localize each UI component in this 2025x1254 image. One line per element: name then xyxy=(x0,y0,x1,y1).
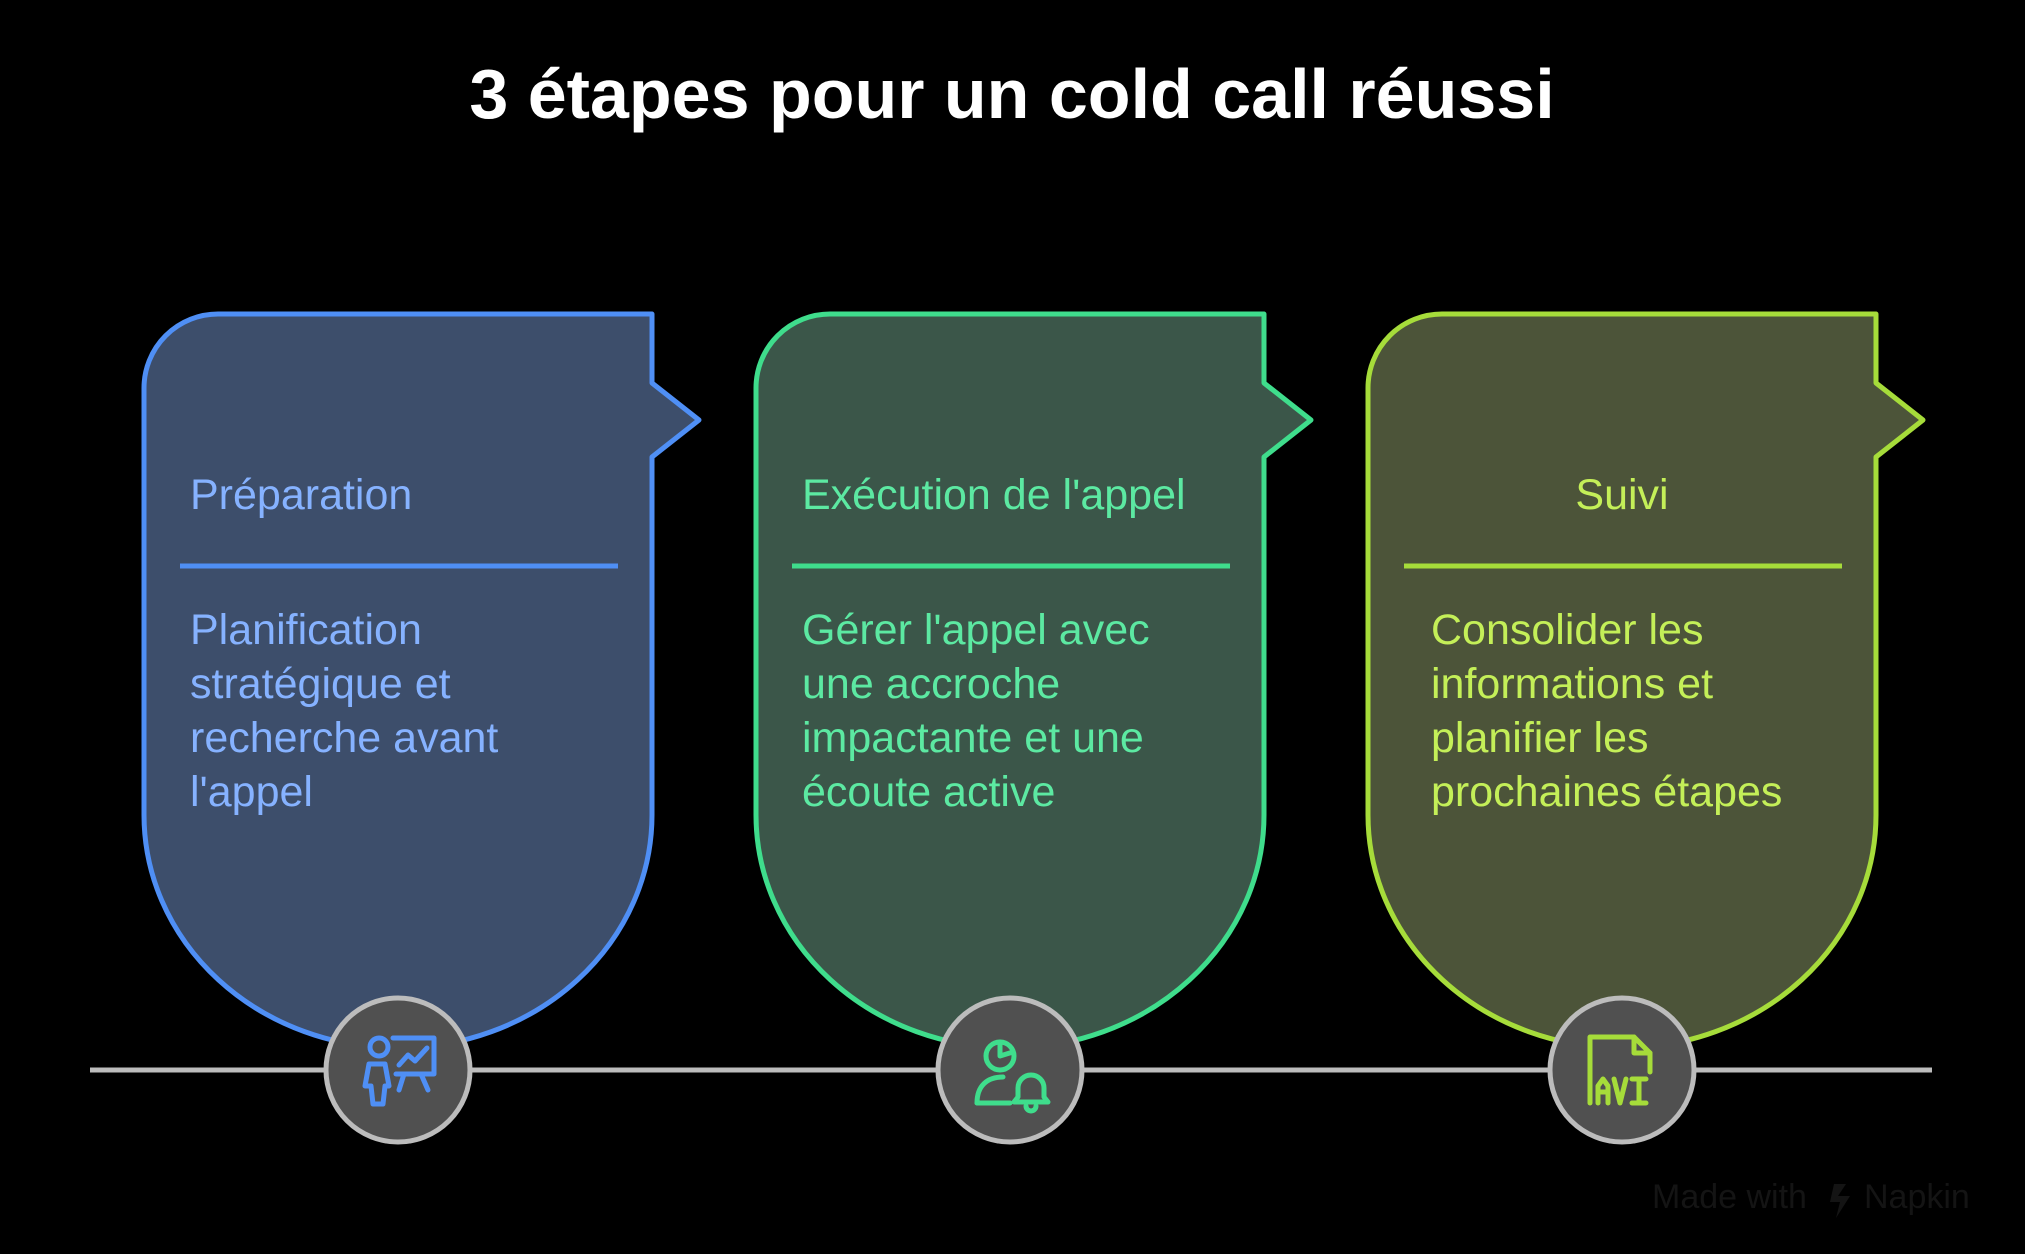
step-title: Exécution de l'appel xyxy=(802,471,1186,519)
step-description-line: impactante et une xyxy=(802,714,1144,762)
napkin-logo-icon xyxy=(1830,1184,1850,1218)
step-description-line: écoute active xyxy=(802,768,1055,816)
step-shape xyxy=(753,311,1314,1051)
diagram-title: 3 étapes pour un cold call réussi xyxy=(469,55,1554,133)
icon-circle xyxy=(935,995,1085,1145)
watermark-brand: Napkin xyxy=(1864,1178,1970,1216)
step-card-execution: Exécution de l'appel Gérer l'appel avec … xyxy=(753,311,1314,1145)
step-description-line: prochaines étapes xyxy=(1431,768,1782,816)
step-description-line: informations et xyxy=(1431,660,1713,708)
watermark-prefix: Made with xyxy=(1652,1178,1807,1216)
step-description-line: planifier les xyxy=(1431,714,1649,762)
step-description-line: l'appel xyxy=(190,768,313,816)
step-title: Suivi xyxy=(1575,471,1668,519)
step-description-line: recherche avant xyxy=(190,714,498,762)
step-description-line: Planification xyxy=(190,606,422,654)
avi-file-icon xyxy=(1587,1034,1653,1106)
step-description-line: Consolider les xyxy=(1431,606,1703,654)
step-icon-badge xyxy=(935,995,1085,1145)
step-card-suivi: Suivi Consolider les informations et pla… xyxy=(1365,311,1926,1145)
step-description-line: Gérer l'appel avec xyxy=(802,606,1150,654)
step-icon-badge xyxy=(323,995,473,1145)
step-description-line: stratégique et xyxy=(190,660,451,708)
step-shape xyxy=(141,311,702,1051)
step-shape xyxy=(1365,311,1926,1051)
step-description: Consolider les informations et planifier… xyxy=(1431,606,1782,816)
person-bell-icon xyxy=(974,1039,1051,1114)
step-card-preparation: Préparation Planification stratégique et… xyxy=(141,311,702,1145)
step-icon-badge xyxy=(1547,995,1697,1145)
napkin-watermark: Made with Napkin xyxy=(1652,1178,1970,1218)
step-description: Gérer l'appel avec une accroche impactan… xyxy=(802,606,1162,816)
step-description: Planification stratégique et recherche a… xyxy=(190,606,510,816)
step-description-line: une accroche xyxy=(802,660,1060,708)
icon-circle xyxy=(1547,995,1697,1145)
presentation-person-icon xyxy=(362,1035,437,1107)
icon-circle xyxy=(323,995,473,1145)
step-title: Préparation xyxy=(190,471,412,519)
